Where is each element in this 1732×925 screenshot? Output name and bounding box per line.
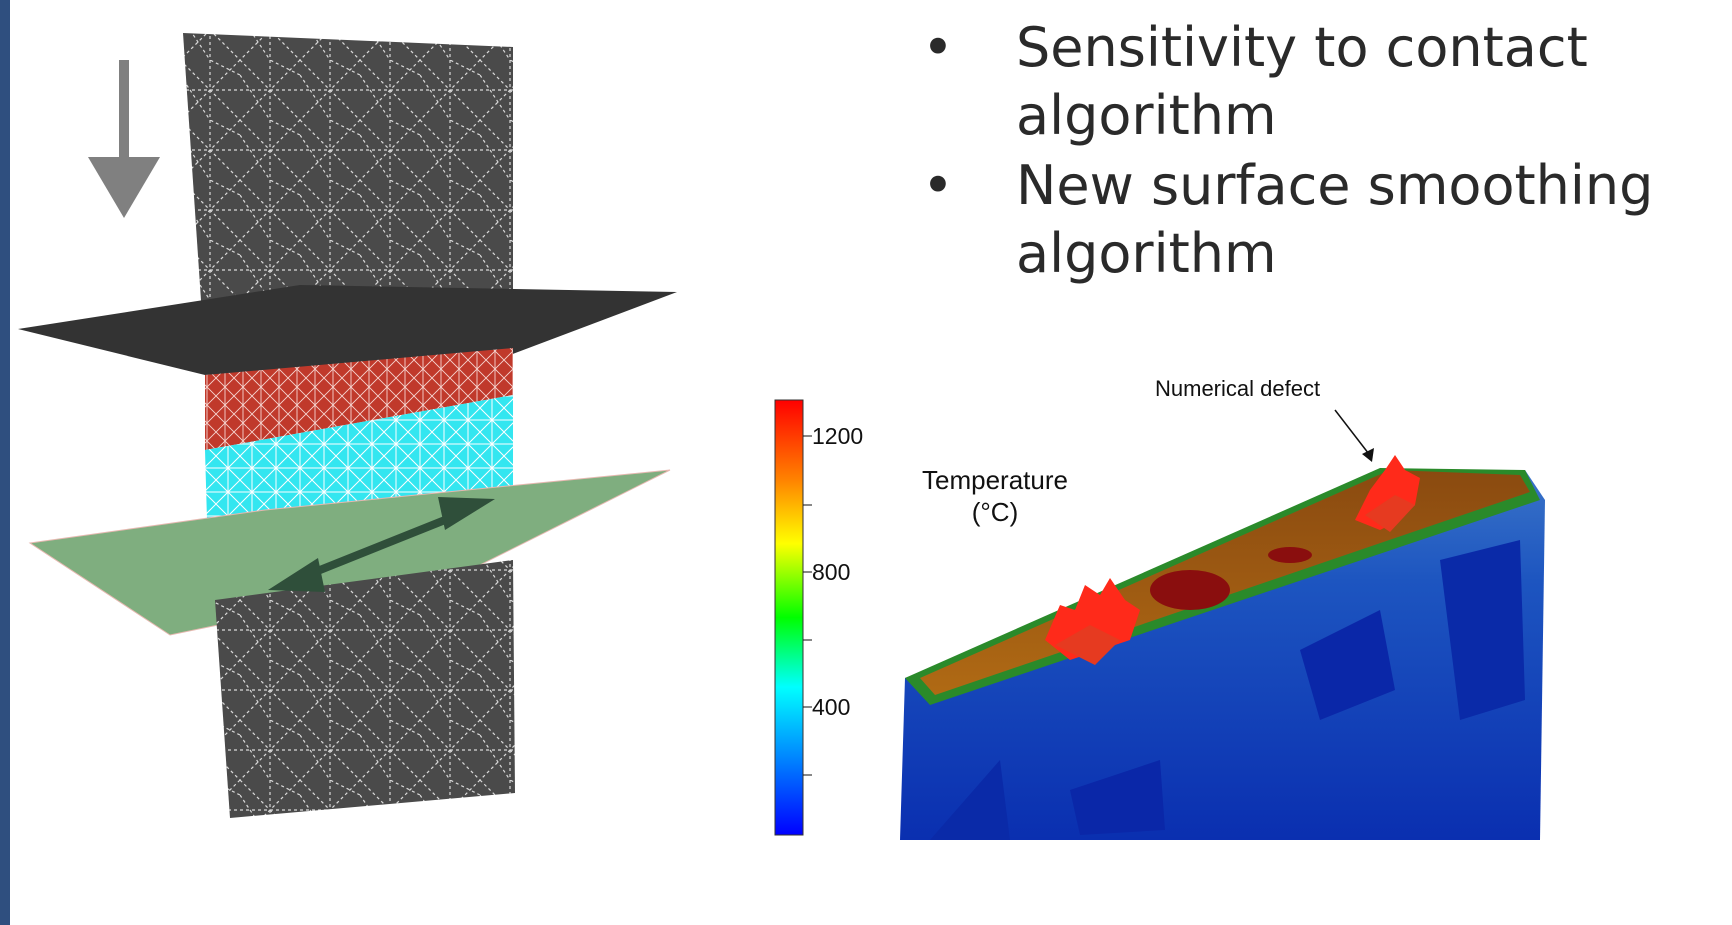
colorbar-title: Temperature (°C) xyxy=(905,464,1085,528)
colorbar-tick-800: 800 xyxy=(812,559,850,585)
bullet-text: Sensitivity to contact algorithm xyxy=(1016,16,1588,147)
numerical-defect-blob xyxy=(1045,578,1140,665)
bullet-dot: • xyxy=(922,16,954,79)
colorbar-tick-1200: 1200 xyxy=(812,423,863,449)
lower-mesh-plate xyxy=(215,560,515,818)
lower-contact-plane xyxy=(28,469,671,636)
numerical-defect-blob xyxy=(1355,455,1420,532)
temperature-colorbar: 1200 800 400 xyxy=(774,399,863,836)
upper-mesh-plate xyxy=(183,33,513,330)
bullet-item-2: • New surface smoothing algorithm xyxy=(900,152,1730,288)
slide-edge-bar xyxy=(0,0,10,925)
upper-contact-plane xyxy=(18,285,677,375)
bullet-dot: • xyxy=(922,154,954,217)
defect-annotation-label: Numerical defect xyxy=(1155,376,1321,401)
double-arrow-icon xyxy=(268,497,495,592)
thermal-result-render xyxy=(900,409,1545,840)
bullet-text: New surface smoothing algorithm xyxy=(1016,154,1654,285)
colorbar-title-line2: (°C) xyxy=(971,497,1019,527)
bullet-item-1: • Sensitivity to contact algorithm xyxy=(900,14,1730,150)
colorbar-title-line1: Temperature xyxy=(922,465,1068,495)
specimen-hot-layer xyxy=(205,348,513,450)
down-arrow-icon xyxy=(88,60,160,218)
colorbar-tick-400: 400 xyxy=(812,694,850,720)
annotation-pointer xyxy=(1334,409,1373,459)
bullet-list: • Sensitivity to contact algorithm • New… xyxy=(900,14,1730,288)
